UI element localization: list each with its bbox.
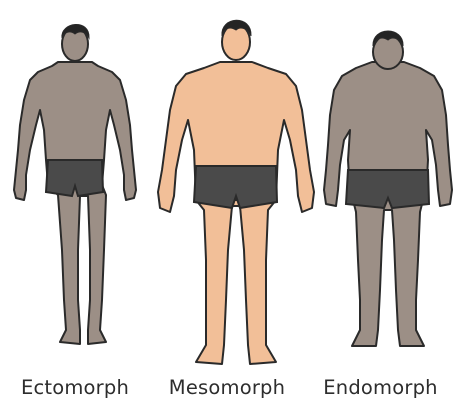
mesomorph-label: Mesomorph <box>152 376 302 399</box>
ectomorph-legs <box>48 185 106 344</box>
mesomorph-figure <box>158 20 314 364</box>
ectomorph-figure <box>14 24 136 344</box>
endomorph-legs <box>352 196 424 346</box>
ectomorph-label: Ectomorph <box>0 376 150 399</box>
mesomorph-legs <box>196 200 276 364</box>
ectomorph-shorts <box>46 160 103 196</box>
endomorph-label: Endomorph <box>304 376 457 399</box>
endomorph-figure <box>324 31 452 346</box>
